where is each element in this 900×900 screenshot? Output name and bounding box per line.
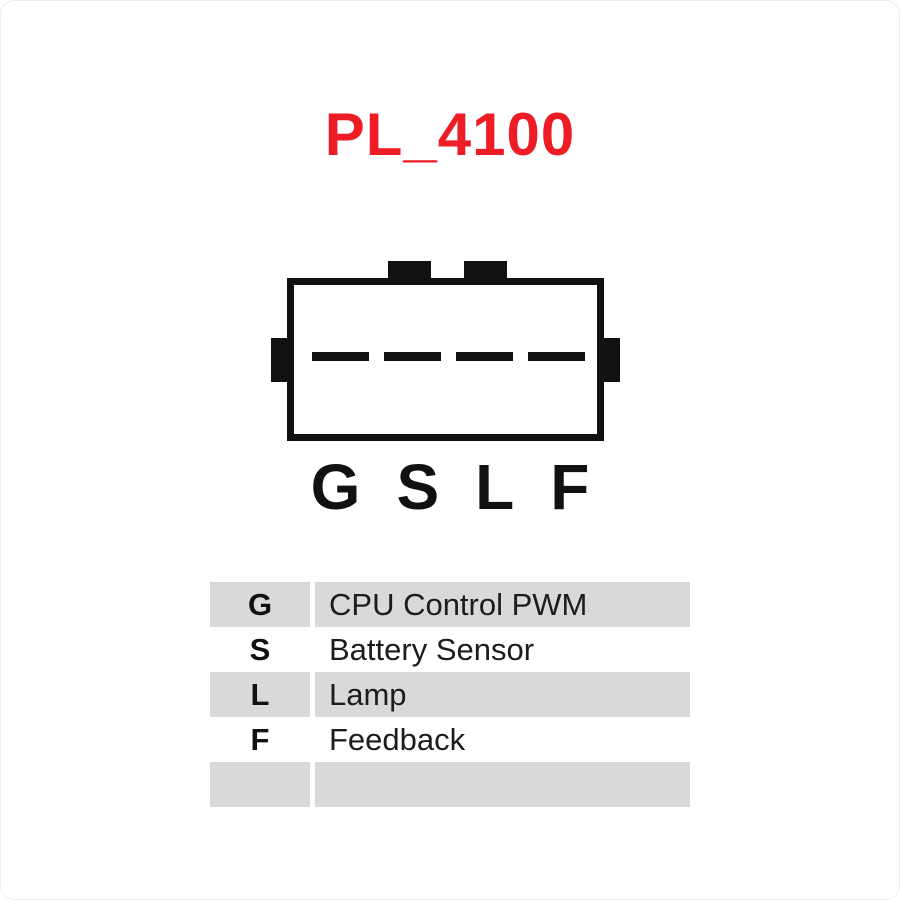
description-cell: CPU Control PWM [315, 582, 690, 627]
page-title: PL_4100 [324, 101, 576, 168]
connector-drawing [271, 261, 620, 442]
pin-label-l: L [475, 451, 515, 523]
dash-segment [384, 352, 441, 361]
connector-top-tab-left [388, 261, 431, 281]
pin-cell: G [210, 582, 310, 627]
description-cell: Lamp [315, 672, 690, 717]
description-cell: Battery Sensor [329, 632, 535, 667]
connector-top-tab-right [464, 261, 507, 281]
connector-side-tab-left [271, 338, 290, 382]
description-cell [315, 762, 690, 807]
connector-side-tab-right [601, 338, 620, 382]
dash-segment [312, 352, 369, 361]
pin-label-f: F [550, 451, 590, 523]
pin-cell: L [210, 672, 310, 717]
pin-cell: F [250, 722, 270, 757]
pin-label-g: G [310, 451, 361, 523]
pin-cell: S [249, 632, 271, 667]
description-cell: Feedback [329, 722, 466, 757]
dash-segment [528, 352, 585, 361]
table-row: F Feedback [210, 717, 690, 762]
pin-labels-row: G S L F [0, 452, 900, 522]
table-row: S Battery Sensor [210, 627, 690, 672]
pin-cell [210, 762, 310, 807]
pin-legend-table: G CPU Control PWM S Battery Sensor L Lam… [210, 582, 690, 807]
table-row: L Lamp [210, 672, 690, 717]
connector-dashed-line [312, 352, 585, 361]
dash-segment [456, 352, 513, 361]
table-row [210, 762, 690, 807]
table-row: G CPU Control PWM [210, 582, 690, 627]
pin-label-s: S [396, 451, 440, 523]
